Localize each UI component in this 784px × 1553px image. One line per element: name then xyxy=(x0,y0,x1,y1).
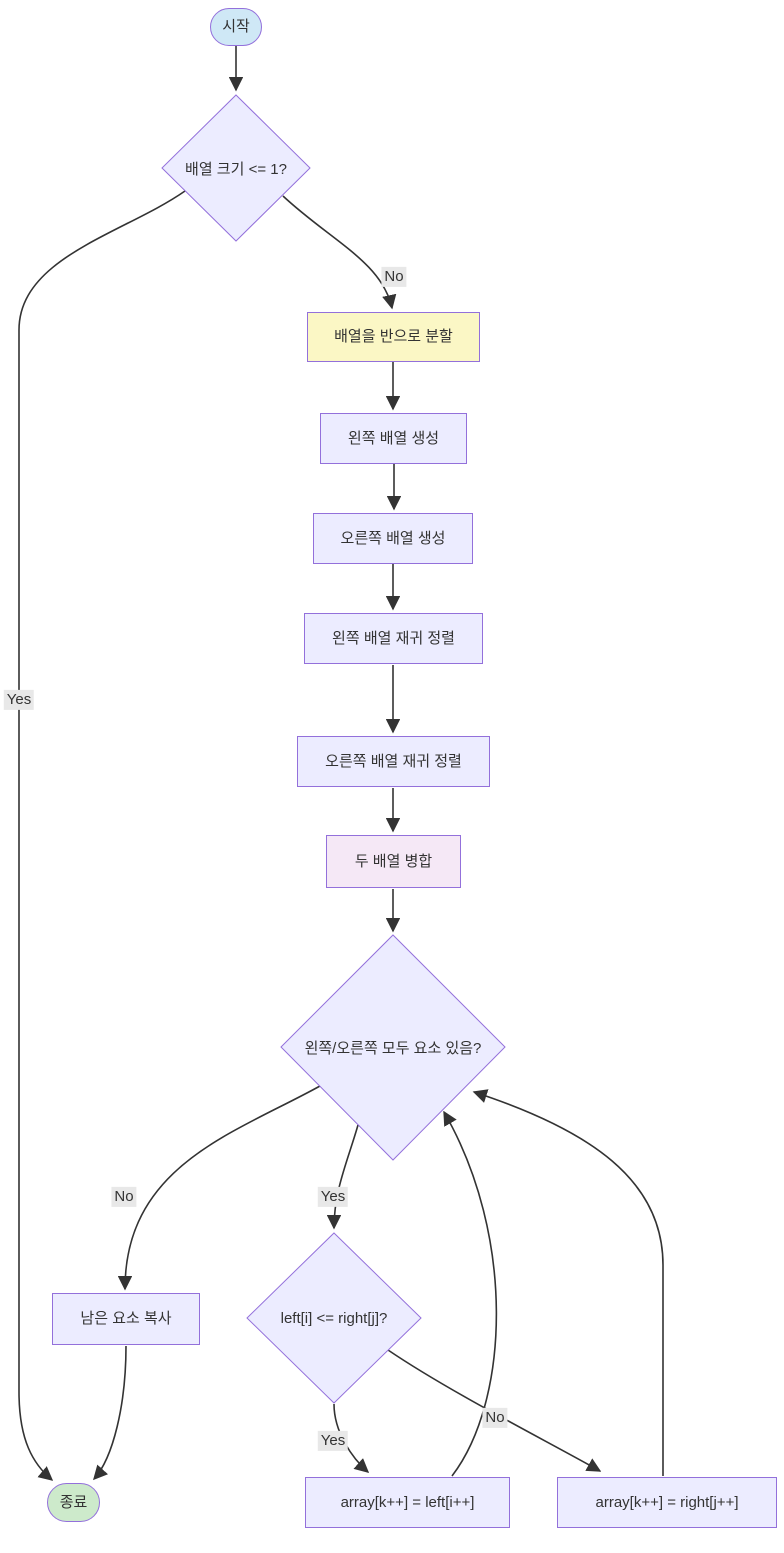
edge-label-check-yes: Yes xyxy=(3,689,35,711)
node-assign-right: array[k++] = right[j++] xyxy=(557,1477,777,1528)
decision-compare-shape xyxy=(246,1232,422,1404)
node-create-left-array: 왼쪽 배열 생성 xyxy=(320,413,467,464)
edge-label-compare-no: No xyxy=(482,1407,508,1429)
node-assign-left: array[k++] = left[i++] xyxy=(305,1477,510,1528)
edge-both-no-to-copy-rest xyxy=(117,1085,321,1291)
node-create-right-array: 오른쪽 배열 생성 xyxy=(313,513,473,564)
node-split-array: 배열을 반으로 분할 xyxy=(307,312,480,362)
edge-assign-right-loop-to-both-have xyxy=(472,1089,664,1476)
node-sort-left-array: 왼쪽 배열 재귀 정렬 xyxy=(304,613,483,664)
node-sort-right-array: 오른쪽 배열 재귀 정렬 xyxy=(297,736,490,787)
edge-copy-rest-to-end xyxy=(93,1345,127,1481)
edge-label-both-yes: Yes xyxy=(317,1186,349,1208)
node-copy-remaining: 남은 요소 복사 xyxy=(52,1293,200,1345)
edge-check-yes-to-end xyxy=(18,190,186,1481)
edge-label-both-no: No xyxy=(111,1186,137,1208)
edge-label-check-no: No xyxy=(381,266,407,288)
decision-both-have-shape xyxy=(280,934,506,1161)
node-end: 종료 xyxy=(47,1483,100,1522)
node-merge-arrays: 두 배열 병합 xyxy=(326,835,461,888)
edge-assign-left-loop-to-both-have xyxy=(443,1110,498,1477)
edge-check-no-to-split xyxy=(282,195,397,310)
edge-both-yes-to-compare xyxy=(326,1124,359,1230)
decision-array-size-shape xyxy=(161,94,311,242)
edge-label-compare-yes: Yes xyxy=(317,1430,349,1452)
node-start: 시작 xyxy=(210,8,262,46)
